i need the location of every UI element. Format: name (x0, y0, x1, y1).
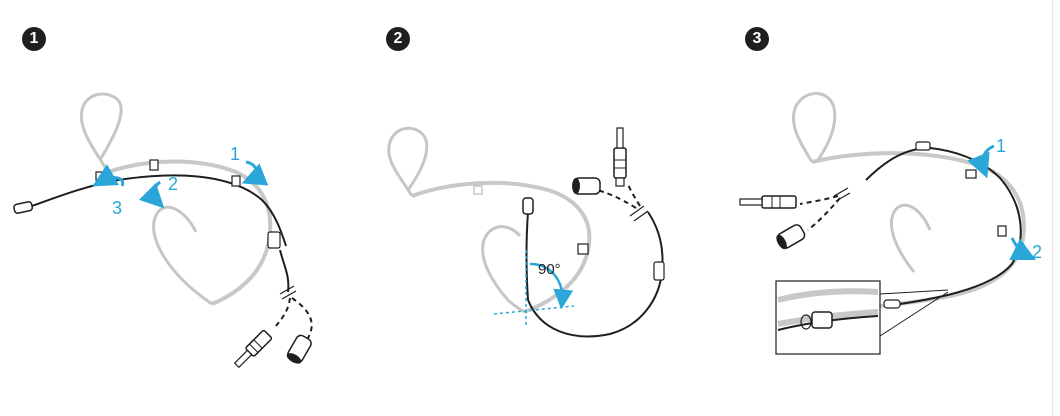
cable-clip-icon (915, 141, 931, 151)
arrow-2-icon (138, 180, 165, 209)
ear-hook-left-icon (387, 126, 429, 197)
cable-dashed-branch (799, 195, 839, 205)
arrow-1-label: 1 (996, 136, 1006, 156)
mic-capsule-icon (13, 201, 34, 214)
cable-break-mark (833, 187, 849, 197)
mic-boom (525, 211, 529, 301)
cable-dashed-branch (595, 189, 637, 209)
cable-dashed-branch (807, 197, 841, 231)
ear-hook-right-icon (152, 205, 213, 306)
cable-clip-detail-icon (811, 311, 833, 329)
cable-clip-icon (267, 231, 281, 249)
angle-arrow-icon (529, 262, 574, 310)
cable-dashed-branch (275, 297, 291, 327)
cable-break-mark (633, 210, 649, 222)
ear-hook-left-icon (791, 92, 837, 163)
cable (527, 211, 664, 338)
jack-plug-icon (233, 329, 273, 369)
cable-dashed-branch (627, 183, 641, 207)
cable-clip-icon (149, 159, 159, 171)
ear-hook-right-icon (889, 203, 932, 273)
ear-hook-right-icon (481, 225, 526, 314)
cable-clip-icon (997, 225, 1007, 237)
mic-capsule-icon (883, 299, 901, 309)
cable-clip-icon (965, 169, 977, 179)
step-1-badge: 1 (22, 27, 46, 51)
jack-plug-icon (739, 195, 797, 209)
arrow-1-icon (967, 144, 995, 179)
cable-break-mark (281, 290, 297, 300)
cable-dashed-branch (291, 297, 313, 339)
panel-2: 90° (387, 126, 665, 338)
headband-frame (411, 180, 592, 314)
headband-frame (107, 159, 273, 306)
step-2-badge: 2 (386, 27, 410, 51)
connector-icon (286, 334, 312, 364)
cable-clip-icon (231, 175, 241, 187)
cable-break-mark (629, 205, 645, 217)
cable (279, 249, 290, 293)
arrow-3-icon (92, 164, 125, 187)
jack-plug-icon (613, 127, 627, 187)
angle-label: 90° (538, 261, 561, 278)
cable-clip-icon (653, 261, 665, 281)
connector-icon (572, 177, 601, 195)
arrow-3-label: 3 (112, 198, 122, 218)
panel-1: 1 2 3 (13, 92, 313, 369)
cable (865, 146, 1022, 307)
ear-hook-left-icon (79, 92, 123, 173)
mic-boom (31, 174, 287, 247)
arrow-1-icon (241, 160, 269, 186)
cable-clip-icon (473, 185, 483, 195)
arrow-1-label: 1 (230, 144, 240, 164)
step-3-badge: 3 (745, 27, 769, 51)
cable-break-mark (279, 285, 295, 295)
arrow-2-icon (1009, 237, 1037, 261)
cable-clip-icon (577, 243, 589, 255)
connector-icon (776, 224, 806, 250)
arrow-2-label: 2 (1032, 242, 1042, 262)
detail-inset (775, 280, 949, 355)
mic-capsule-icon (522, 197, 534, 215)
arrow-2-label: 2 (168, 174, 178, 194)
panel-3: 1 2 (739, 92, 1042, 355)
right-border (1052, 0, 1053, 416)
